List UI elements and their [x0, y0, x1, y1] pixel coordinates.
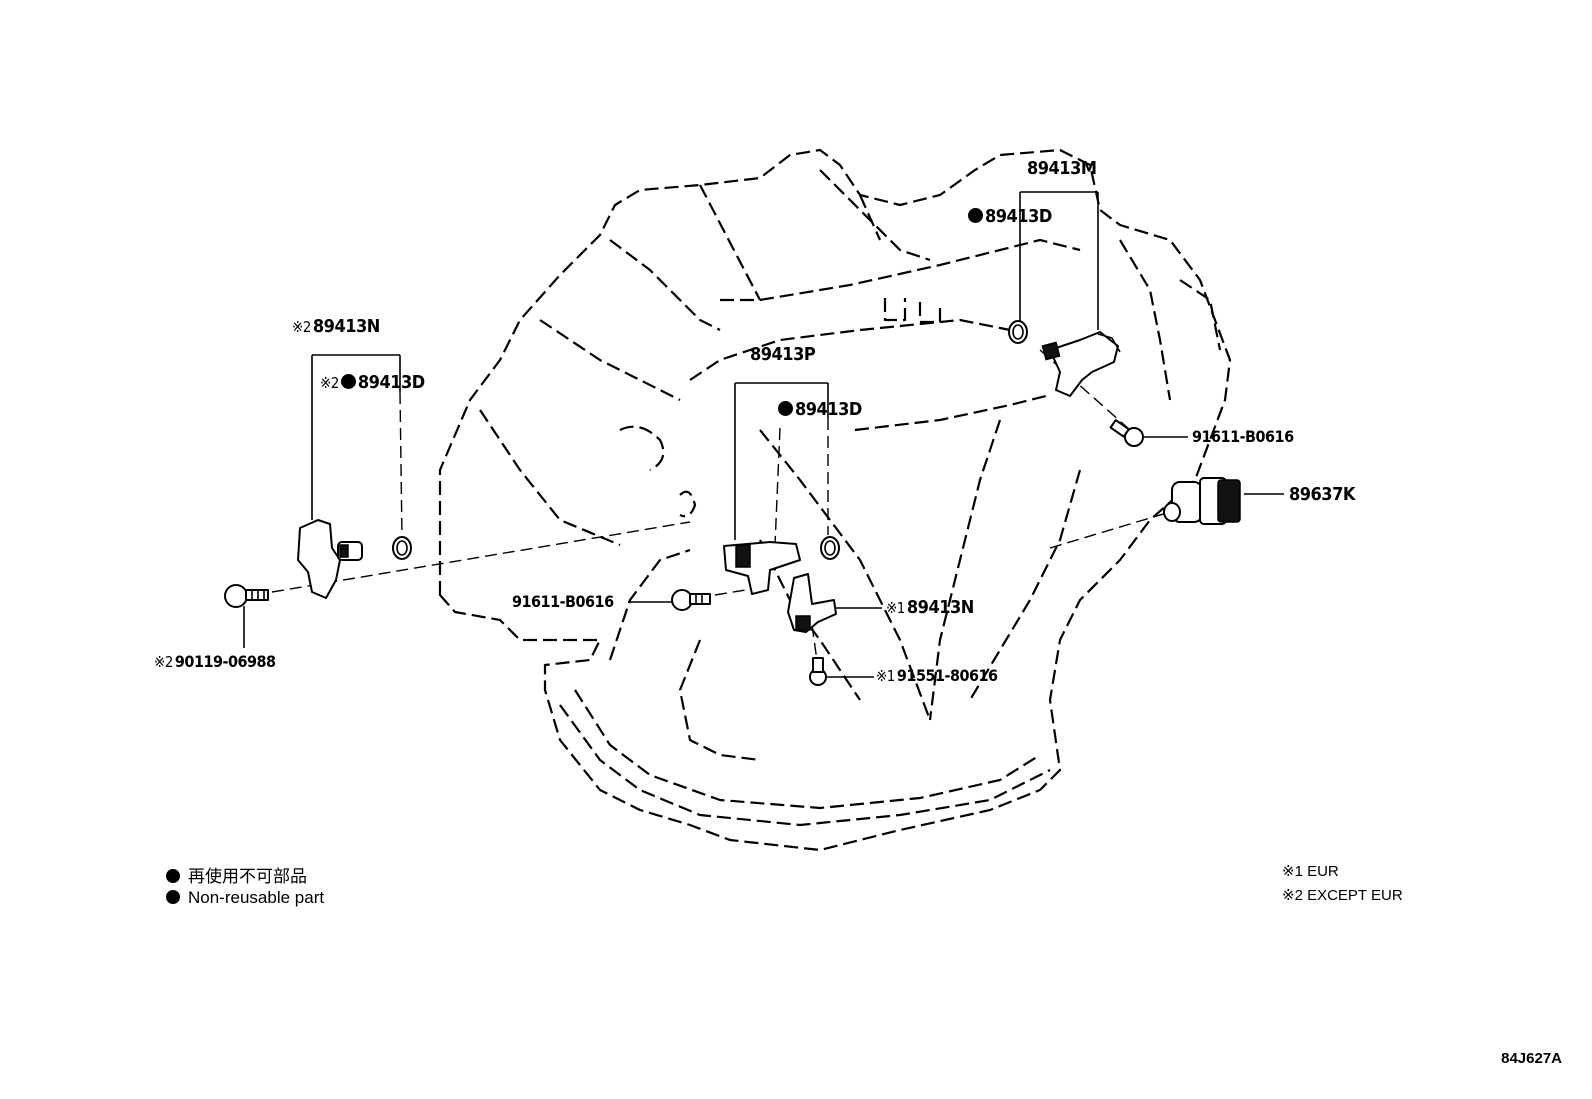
- bolt-91551-80616: [809, 657, 827, 686]
- label-89637K: 89637K: [1289, 484, 1355, 505]
- label-89413M: 89413M: [1027, 158, 1097, 179]
- left-centerline: [271, 521, 691, 593]
- label-89413P: 89413P: [750, 344, 816, 365]
- sensor-89413N-center: [787, 573, 837, 633]
- pressure-switch-89637K: [1163, 477, 1241, 525]
- top-right-oring: [1008, 320, 1028, 344]
- label-89413D-top-right: 89413D: [968, 208, 1052, 226]
- transmission-case-outline: [438, 148, 1232, 852]
- bolt-91611-B0616-center: [671, 589, 711, 611]
- label-91611-B0616-center: 91611-B0616: [512, 592, 614, 611]
- leader-lines: [243, 191, 1284, 678]
- non-reusable-dot-icon: [166, 890, 180, 904]
- non-reusable-dot-icon: [778, 401, 793, 416]
- bolt-91611-B0616-right: [1109, 419, 1144, 447]
- center-oring: [820, 536, 840, 560]
- left-oring: [392, 536, 412, 560]
- legend-japanese: 再使用不可部品: [166, 862, 307, 887]
- left-oring-centerline: [399, 391, 403, 539]
- label-89413D-center: 89413D: [778, 401, 862, 419]
- note-eur: ※1 EUR: [1282, 863, 1339, 880]
- bolt-90119-06988: [224, 584, 269, 608]
- non-reusable-dot-icon: [968, 208, 983, 223]
- center-sensor-centerline: [774, 427, 781, 546]
- note-except-eur: ※2 EXCEPT EUR: [1282, 887, 1403, 904]
- footnotes: ※1 EUR ※2 EXCEPT EUR: [1282, 860, 1403, 908]
- label-91611-B0616-right: 91611-B0616: [1192, 427, 1294, 446]
- non-reusable-dot-icon: [340, 374, 356, 389]
- legend-english: Non-reusable part: [166, 888, 324, 908]
- right-centerline: [1049, 511, 1171, 549]
- sensor-89413N-left: [297, 519, 363, 599]
- sensor-89413P: [723, 541, 801, 595]
- sensor-89413M: [1041, 331, 1121, 397]
- diagram-code: 84J627A: [1501, 1050, 1562, 1067]
- non-reusable-dot-icon: [166, 869, 180, 883]
